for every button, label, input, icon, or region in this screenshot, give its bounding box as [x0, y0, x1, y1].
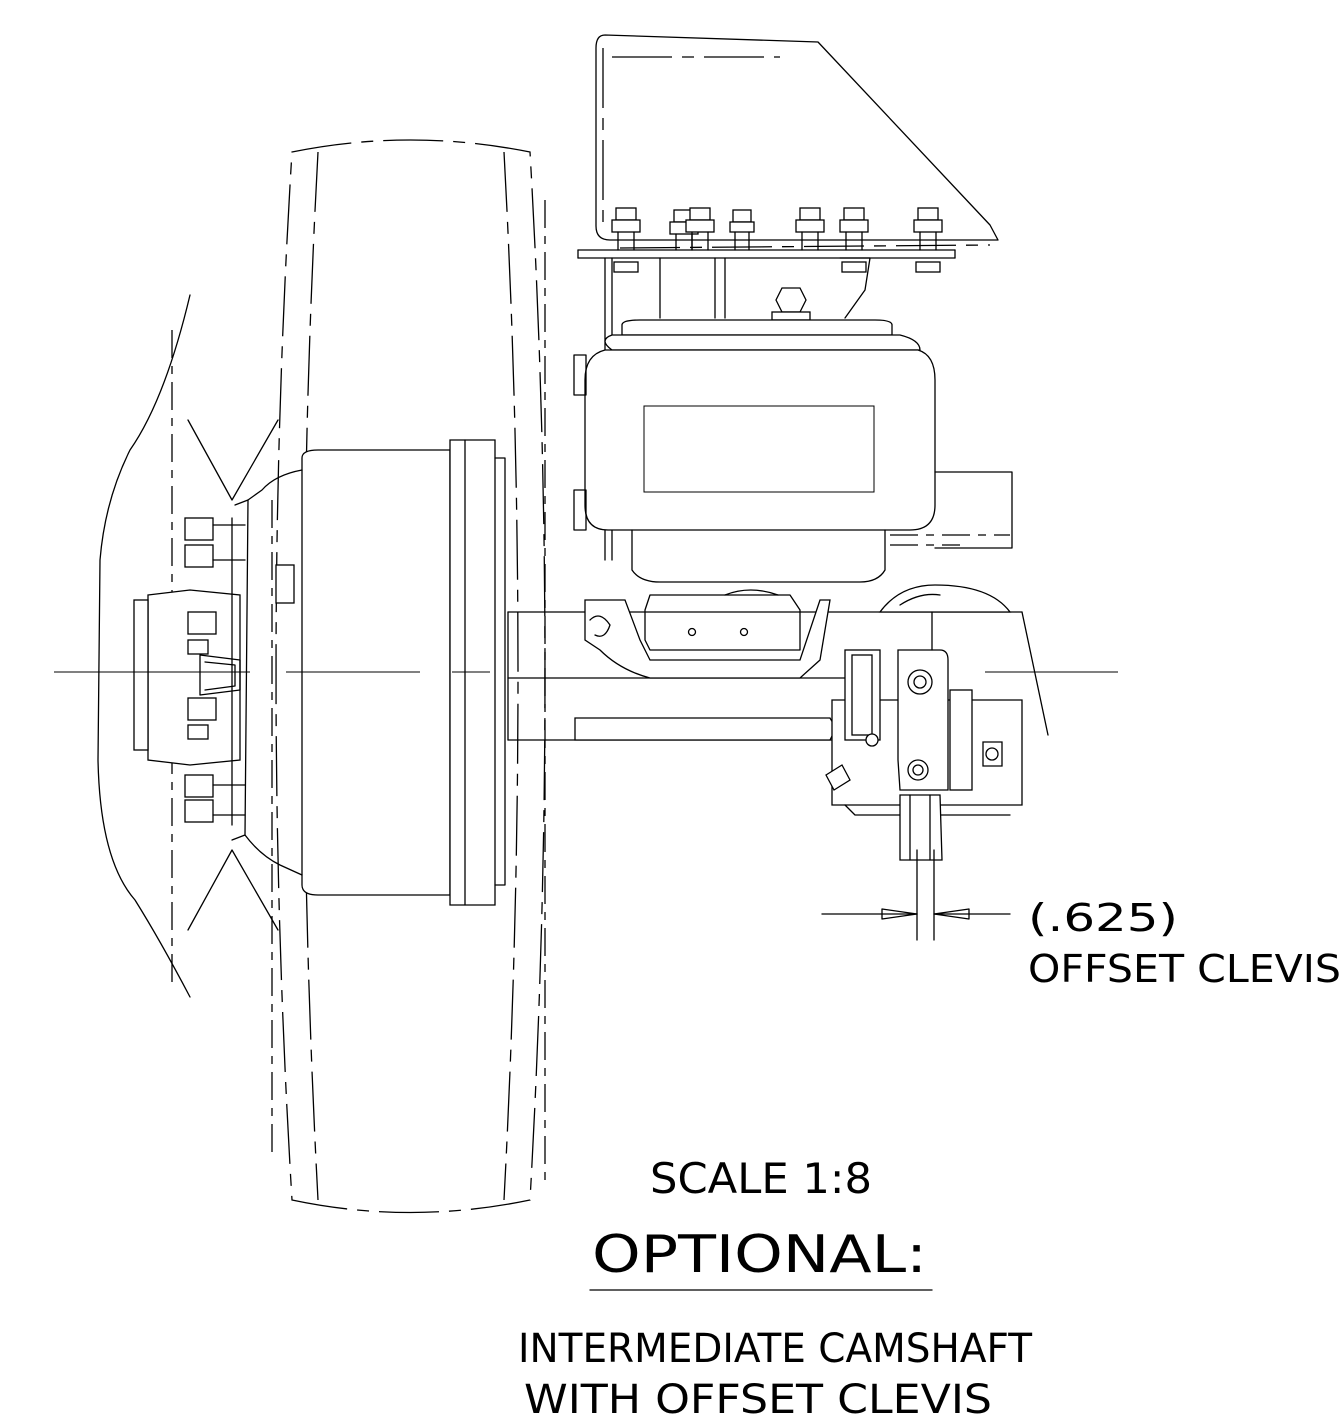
optional-heading: OPTIONAL: — [592, 1225, 927, 1285]
scale-label: SCALE 1:8 — [650, 1154, 872, 1203]
tire-outline — [271, 139, 546, 1214]
frame-bracket — [577, 34, 999, 259]
side-bracket — [890, 471, 1013, 549]
brake-assembly — [825, 584, 1023, 861]
trailing-arm — [584, 589, 831, 679]
description-line-2: WITH OFFSET CLEVIS — [524, 1377, 992, 1423]
lug-nuts — [184, 517, 246, 826]
dimension-value: (.625) — [1028, 896, 1178, 940]
bracket-bolts — [611, 207, 943, 273]
wheel-end — [97, 294, 279, 998]
description-line-1: INTERMEDIATE CAMSHAFT — [518, 1326, 1033, 1372]
offset-dimension — [821, 849, 1011, 941]
air-spring — [573, 319, 936, 583]
dimension-note: OFFSET CLEVIS — [1028, 947, 1341, 991]
